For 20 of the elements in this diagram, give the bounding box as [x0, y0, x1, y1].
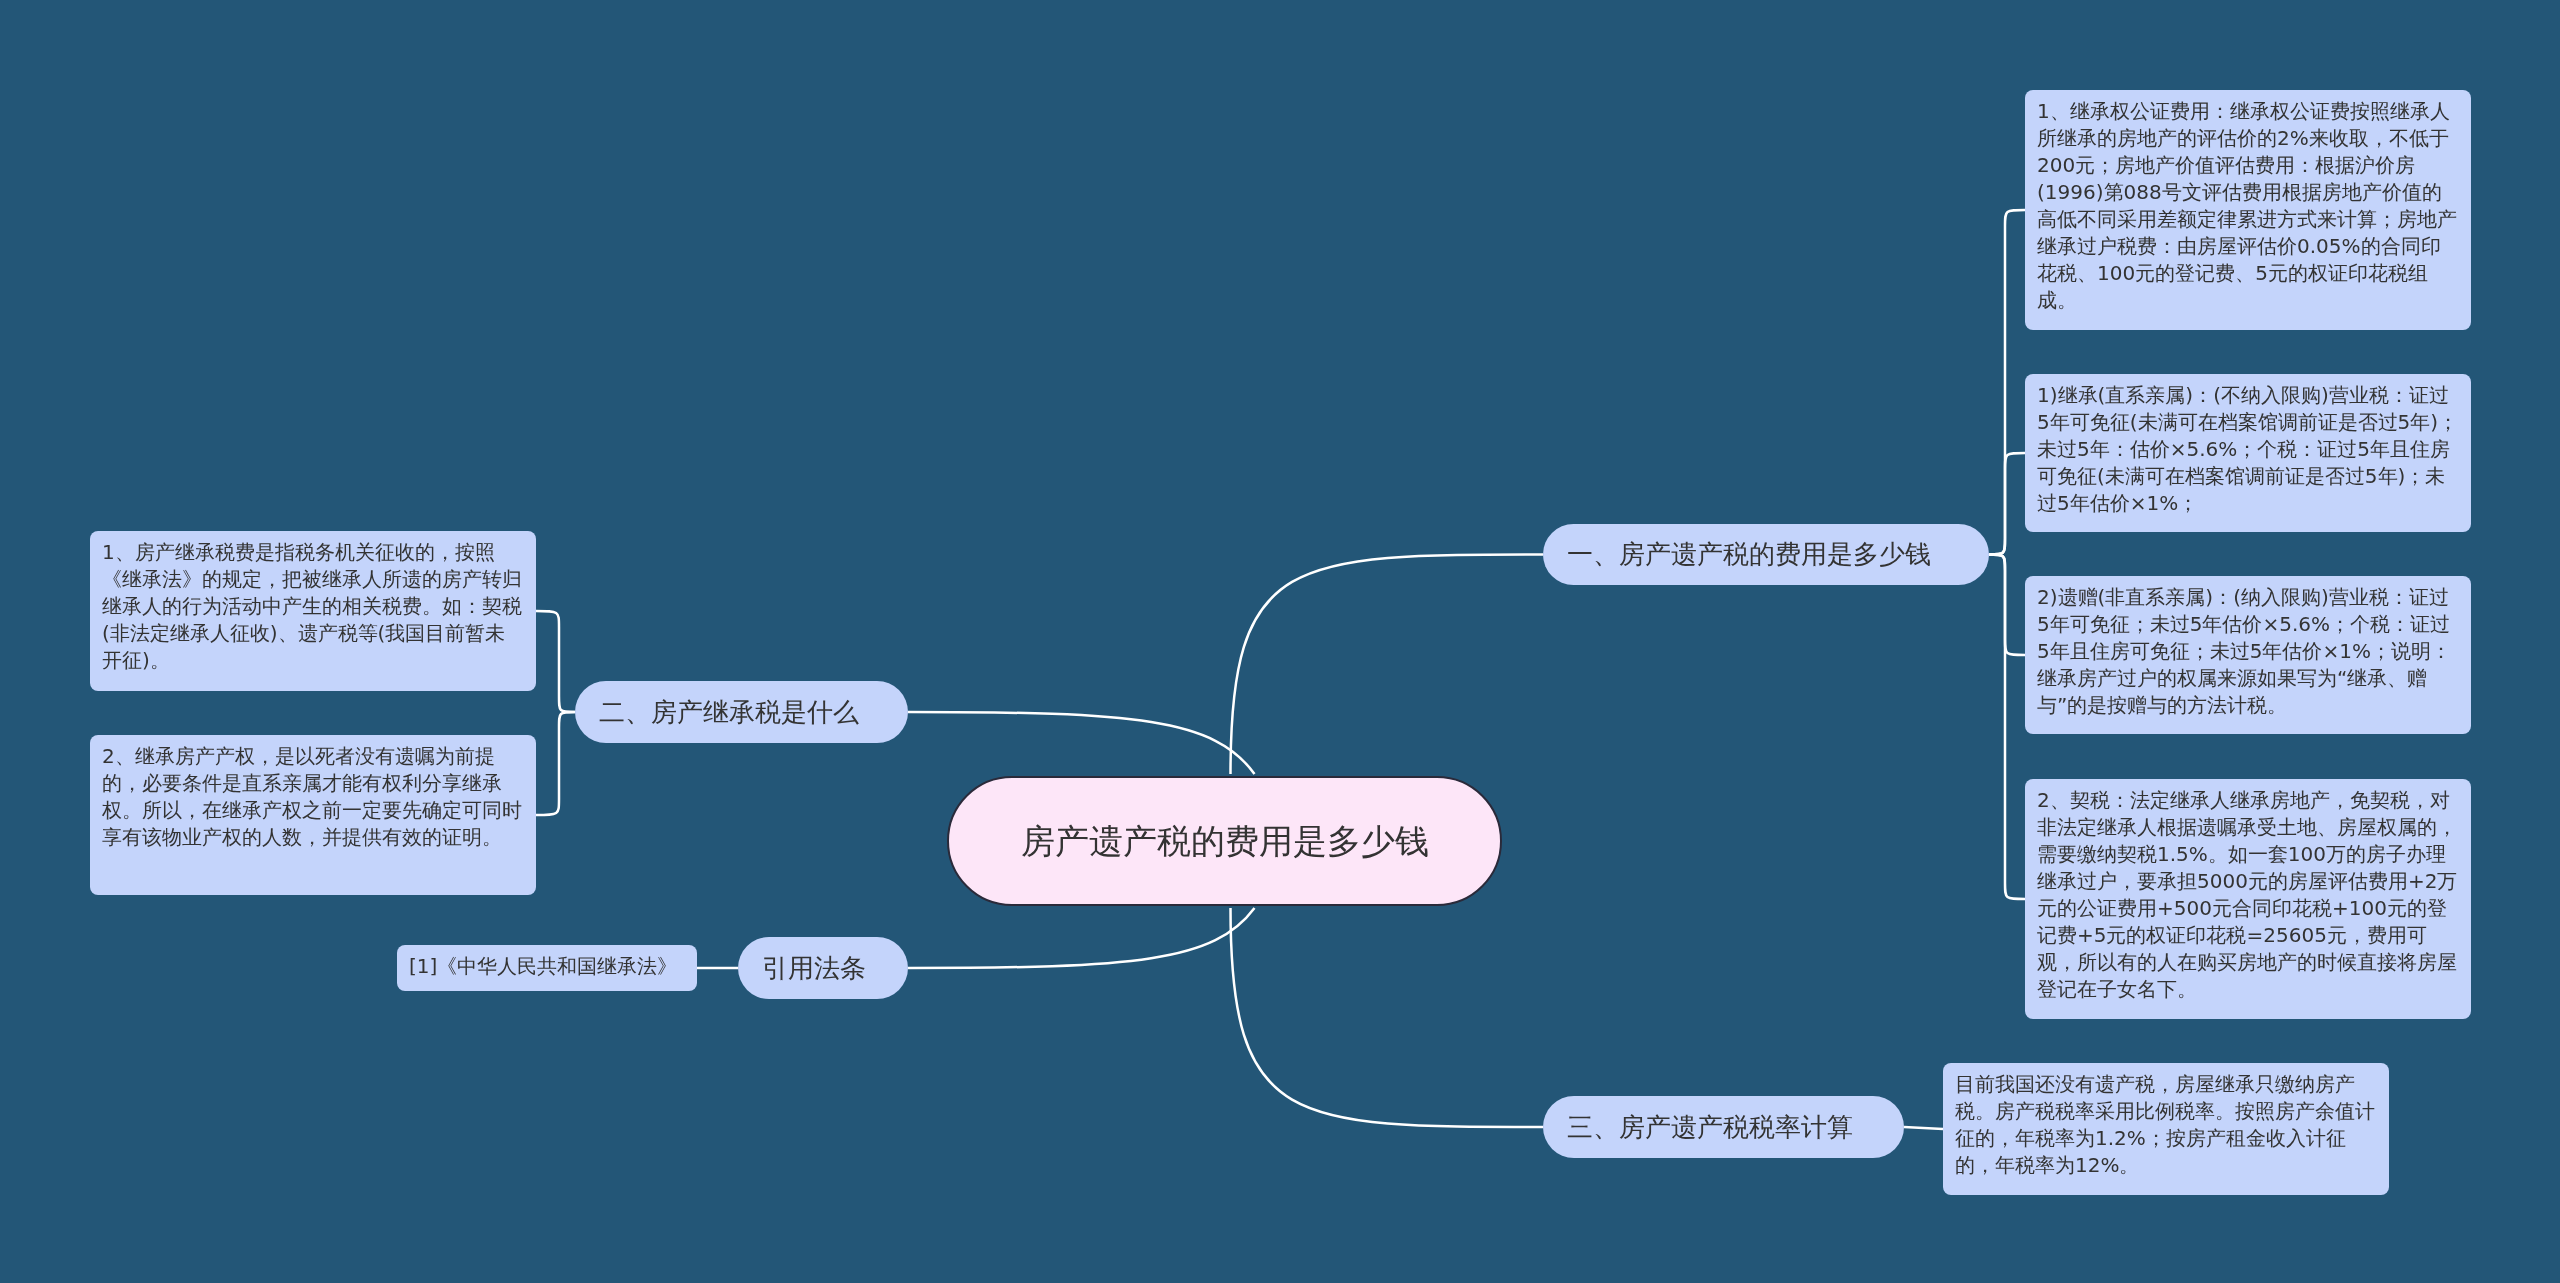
branch-topic: 一、房产遗产税的费用是多少钱 — [1543, 524, 1989, 585]
branch-topic: 引用法条 — [738, 937, 908, 999]
text-card: 2、继承房产产权，是以死者没有遗嘱为前提的，必要条件是直系亲属才能有权利分享继承权。所以，在继承产权之前一定要先确定可同时享有该物业产权的人数，并提供有效的证明。 — [90, 735, 536, 895]
connector-line — [1903, 1125, 1944, 1131]
text-card: [1]《中华人民共和国继承法》 — [397, 945, 697, 991]
connector-line — [697, 966, 738, 970]
connector-line — [1229, 553, 1543, 775]
text-card: 1、房产继承税费是指税务机关征收的，按照《继承法》的规定，把被继承人所遗的房产转归继承人的行为活动中产生的相关税费。如：契税(非法定继承人征收)、遗产税等(我国目前暂未开征)。 — [90, 531, 536, 691]
connector-line — [1229, 907, 1543, 1129]
central-topic: 房产遗产税的费用是多少钱 — [947, 776, 1502, 906]
branch-topic: 二、房产继承税是什么 — [575, 681, 908, 743]
connector-line — [908, 710, 1256, 775]
text-card: 2)遗赠(非直系亲属)：(纳入限购)营业税：证过5年可免征；未过5年估价×5.6%；个税：证过5年且住房可免征；未过5年估价×1%；说明：继承房产过户的权属来源如果写为“继承、赠与”的是按赠与的方法计税。 — [2025, 576, 2471, 734]
text-card: 2、契税：法定继承人继承房地产，免契税，对非法定继承人根据遗嘱承受土地、房屋权属的，需要缴纳契税1.5%。如一套100万的房子办理继承过户，要承担5000元的房屋评估费用+2万元的公证费用+500元合同印花税+100元的登记费+5元的权证印花税=25605元，费用可观，所以有的人在购买房地产的时候直接将房屋登记在子女名下。 — [2025, 779, 2471, 1019]
connector-line — [908, 907, 1256, 970]
text-card: 1、继承权公证费用：继承权公证费按照继承人所继承的房地产的评估价的2%来收取，不低于200元；房地产价值评估费用：根据沪价房(1996)第088号文评估费用根据房地产价值的高低不同采用差额定律累进方式来计算；房地产继承过户税费：由房屋评估价0.05%的合同印花税、100元的登记费、5元的权证印花税组成。 — [2025, 90, 2471, 330]
connector-line — [536, 710, 575, 817]
text-card: 目前我国还没有遗产税，房屋继承只缴纳房产税。房产税税率采用比例税率。按照房产余值计征的，年税率为1.2%；按房产租金收入计征的，年税率为12%。 — [1943, 1063, 2389, 1195]
branch-topic: 三、房产遗产税税率计算 — [1543, 1096, 1904, 1158]
text-card: 1)继承(直系亲属)：(不纳入限购)营业税：证过5年可免征(未满可在档案馆调前证是否过5年)；未过5年：估价×5.6%；个税：证过5年且住房可免征(未满可在档案馆调前证是否过5年)；未过5年估价×1%； — [2025, 374, 2471, 532]
